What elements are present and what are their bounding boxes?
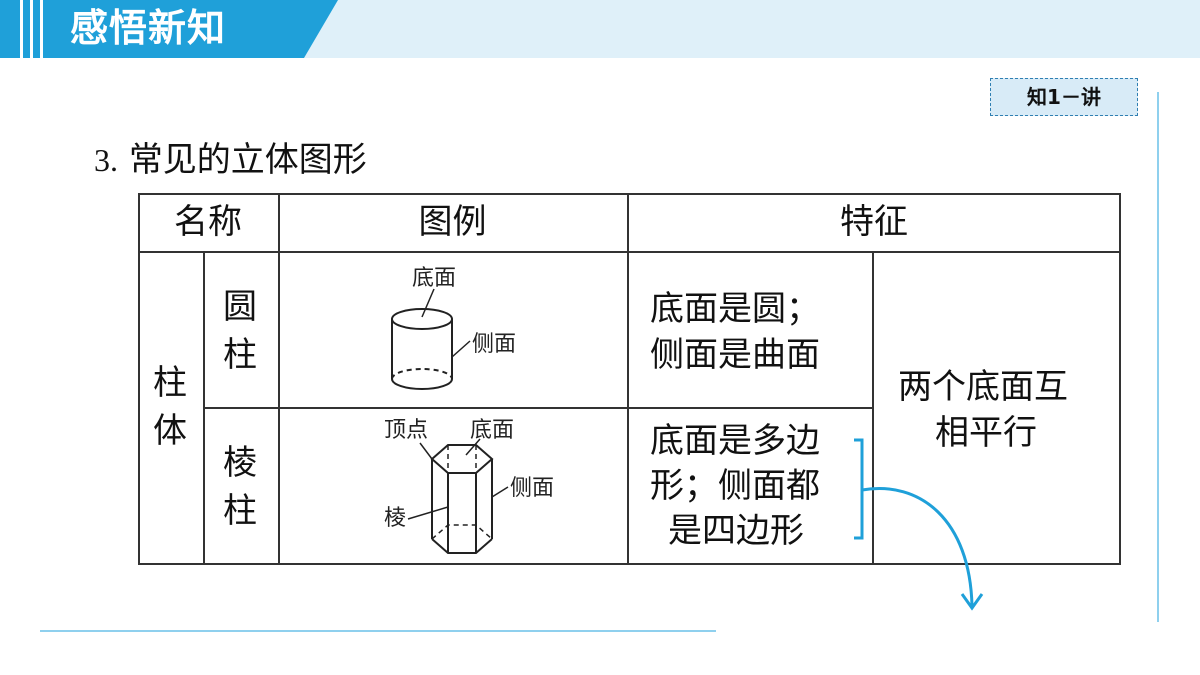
page-title: 感悟新知: [70, 6, 227, 50]
cylinder-feature-line: 侧面是曲面: [650, 335, 820, 375]
banner-stripe: [20, 0, 23, 58]
heading-number: 3.: [94, 142, 118, 178]
section-heading: 3. 常见的立体图形: [94, 138, 367, 182]
banner-stripe: [40, 0, 43, 58]
prism-label-edge: 棱: [384, 506, 406, 531]
banner-tab: [0, 0, 338, 58]
prism-label-vertex: 顶点: [384, 418, 428, 443]
header-name: 名称: [174, 202, 242, 242]
table-border: [138, 193, 1121, 195]
solids-table: 名称 图例 特征 柱 体 圆 柱 棱 柱 底面 侧面 顶点 底面 侧面: [138, 193, 1121, 565]
prism-feature-line: 形；侧面都: [650, 466, 820, 506]
heading-text: 常见的立体图形: [128, 140, 367, 180]
cylinder-figure: 底面 侧面: [391, 266, 516, 390]
table-rule: [278, 193, 280, 565]
prism-figure: 顶点 底面 侧面 棱: [384, 418, 554, 554]
cylinder-label-side: 侧面: [472, 332, 516, 357]
header-figure: 图例: [418, 202, 487, 242]
prism-name-line: 棱: [223, 443, 257, 483]
common-feature-line: 两个底面互: [898, 367, 1068, 407]
group-label-line: 体: [153, 411, 187, 451]
banner-stripe: [30, 0, 33, 58]
table-border: [1119, 193, 1121, 565]
prism-label-base: 底面: [470, 418, 514, 443]
prism-feature-line: 是四边形: [668, 511, 804, 551]
cylinder-name-line: 柱: [223, 335, 257, 375]
group-label-line: 柱: [153, 363, 187, 403]
table-border: [138, 563, 1121, 565]
common-feature-line: 相平行: [935, 413, 1037, 453]
table-rule: [872, 251, 874, 565]
table-rule: [138, 251, 1121, 253]
section-badge: 知1－讲: [990, 78, 1138, 116]
prism-feature-line: 底面是多边: [650, 421, 820, 461]
table-rule: [627, 193, 629, 565]
cylinder-feature-line: 底面是圆；: [650, 289, 820, 329]
table-rule: [203, 251, 205, 565]
cylinder-label-base: 底面: [412, 266, 456, 291]
cylinder-name-line: 圆: [223, 287, 257, 327]
bottom-divider: [40, 630, 716, 632]
right-divider: [1157, 92, 1159, 622]
prism-name-line: 柱: [223, 491, 257, 531]
bracket-arrow-annotation: [854, 438, 984, 611]
prism-label-side: 侧面: [510, 476, 554, 501]
table-border: [138, 193, 140, 565]
table-rule: [203, 407, 874, 409]
header-feature: 特征: [840, 202, 908, 242]
